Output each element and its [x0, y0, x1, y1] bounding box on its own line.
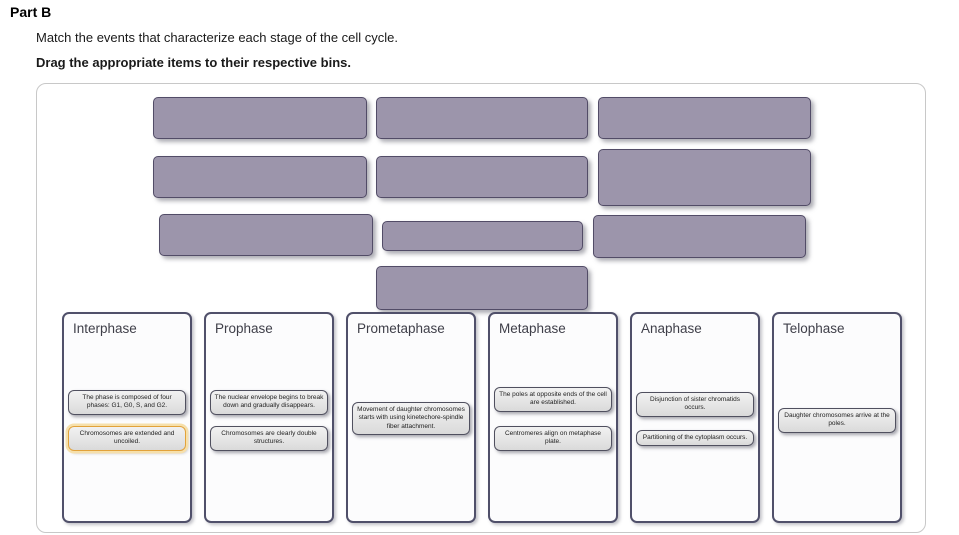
draggable-item[interactable] [382, 221, 583, 251]
bin-title: Telophase [783, 321, 845, 336]
bin-item[interactable]: Partitioning of the cytoplasm occurs. [636, 430, 754, 447]
draggable-item[interactable] [593, 215, 806, 258]
bin-title: Anaphase [641, 321, 702, 336]
draggable-item[interactable] [376, 156, 588, 198]
bin-interphase[interactable]: Interphase The phase is composed of four… [62, 312, 192, 523]
bin-item[interactable]: The phase is composed of four phases: G1… [68, 390, 186, 415]
drag-instruction-text: Drag the appropriate items to their resp… [36, 55, 351, 70]
draggable-item[interactable] [598, 149, 811, 206]
bin-item[interactable]: Centromeres align on metaphase plate. [494, 426, 612, 451]
draggable-item[interactable] [598, 97, 811, 139]
bin-anaphase[interactable]: Anaphase Disjunction of sister chromatid… [630, 312, 760, 523]
bin-telophase[interactable]: Telophase Daughter chromosomes arrive at… [772, 312, 902, 523]
draggable-item[interactable] [153, 97, 367, 139]
drag-drop-activity-area: Interphase The phase is composed of four… [36, 83, 926, 533]
bin-prophase[interactable]: Prophase The nuclear envelope begins to … [204, 312, 334, 523]
bin-item[interactable]: The nuclear envelope begins to break dow… [210, 390, 328, 415]
bin-item[interactable]: Chromosomes are clearly double structure… [210, 426, 328, 451]
bin-title: Metaphase [499, 321, 566, 336]
bin-item[interactable]: Movement of daughter chromosomes starts … [352, 402, 470, 436]
bin-item-highlighted[interactable]: Chromosomes are extended and uncoiled. [68, 426, 186, 451]
bin-title: Prometaphase [357, 321, 445, 336]
bin-prometaphase[interactable]: Prometaphase Movement of daughter chromo… [346, 312, 476, 523]
draggable-item[interactable] [159, 214, 373, 256]
bin-item[interactable]: Disjunction of sister chromatids occurs. [636, 392, 754, 417]
bin-metaphase[interactable]: Metaphase The poles at opposite ends of … [488, 312, 618, 523]
part-label: Part B [10, 4, 52, 20]
instruction-text: Match the events that characterize each … [36, 30, 399, 45]
bin-item[interactable]: The poles at opposite ends of the cell a… [494, 387, 612, 412]
draggable-item[interactable] [376, 97, 588, 139]
bin-item[interactable]: Daughter chromosomes arrive at the poles… [778, 408, 896, 433]
bin-title: Prophase [215, 321, 273, 336]
draggable-item[interactable] [376, 266, 588, 310]
draggable-item[interactable] [153, 156, 367, 198]
bin-title: Interphase [73, 321, 137, 336]
